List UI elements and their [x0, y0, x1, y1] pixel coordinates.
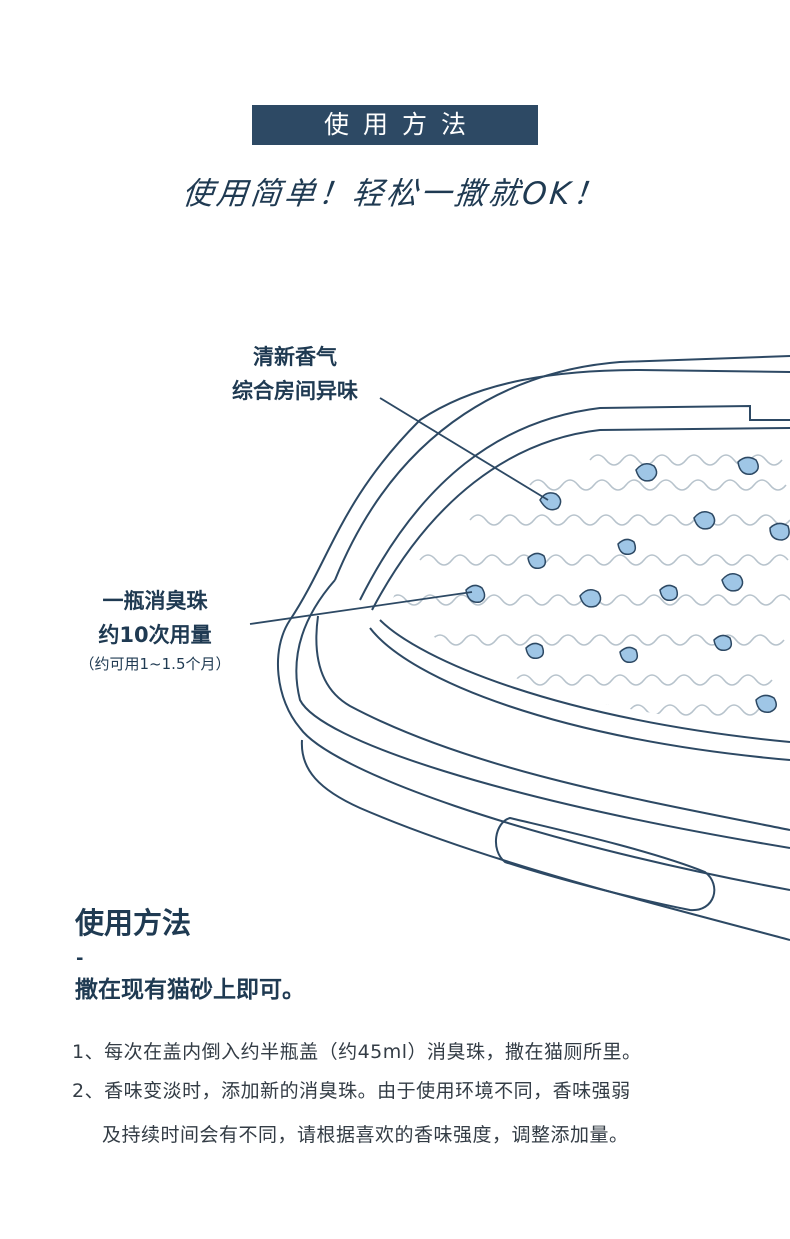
callout-fragrance-line2: 综合房间异味 — [232, 379, 358, 403]
callout-bottle-line1: 一瓶消臭珠 — [102, 589, 208, 613]
section-badge: 使用方法 — [252, 105, 538, 145]
callout-bottle: 一瓶消臭珠 约10次用量 （约可用1~1.5个月） — [60, 584, 250, 676]
instructions-title: 使用方法 — [75, 906, 192, 940]
callout-fragrance-line1: 清新香气 — [253, 345, 337, 369]
callout-fragrance: 清新香气 综合房间异味 — [190, 340, 400, 408]
instructions-subtitle: 撒在现有猫砂上即可。 — [75, 977, 305, 1003]
callout-bottle-note: （约可用1~1.5个月） — [79, 655, 231, 673]
handle — [495, 816, 716, 912]
outer-rim — [334, 355, 790, 581]
slogan: 使用简单！轻松一撒就OK！ — [180, 176, 609, 212]
instruction-step-1: 1、每次在盖内倒入约半瓶盖（约45ml）消臭珠，撒在猫厕所里。 — [72, 1041, 642, 1063]
instructions-dash: - — [76, 948, 84, 969]
callout-lines — [249, 397, 549, 625]
deodorant-beads — [465, 456, 790, 713]
instruction-step-2-continued: 及持续时间会有不同，请根据喜欢的香味强度，调整添加量。 — [102, 1124, 629, 1146]
callout-bottle-line2: 约10次用量 — [98, 623, 212, 647]
litter-box-illustration — [249, 355, 790, 941]
instruction-step-2: 2、香味变淡时，添加新的消臭珠。由于使用环境不同，香味强弱 — [72, 1080, 631, 1102]
